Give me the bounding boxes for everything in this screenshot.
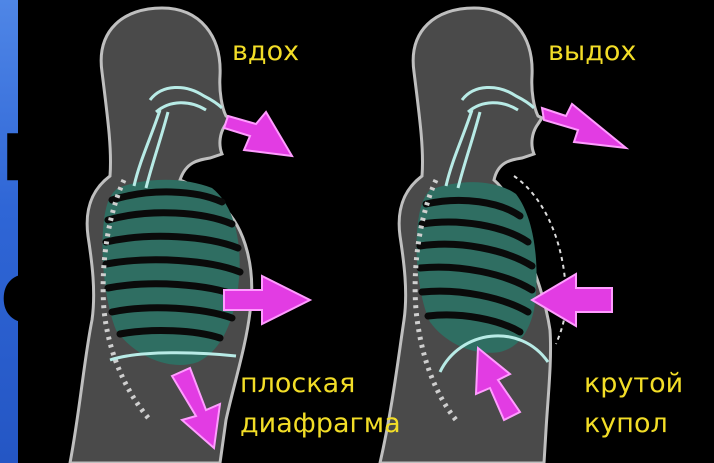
steep-dome-label-line1: крутой (584, 370, 683, 397)
steep-dome-label-line2: купол (584, 410, 668, 437)
inhale-arrow-icon (224, 112, 292, 156)
flat-diaphragm-label-line2: диафрагма (240, 410, 401, 437)
inhale-label: вдох (232, 38, 299, 65)
exhale-arrow-icon (542, 104, 626, 148)
flat-diaphragm-label-line1: плоская (240, 370, 355, 397)
exhale-label: выдох (548, 38, 636, 65)
